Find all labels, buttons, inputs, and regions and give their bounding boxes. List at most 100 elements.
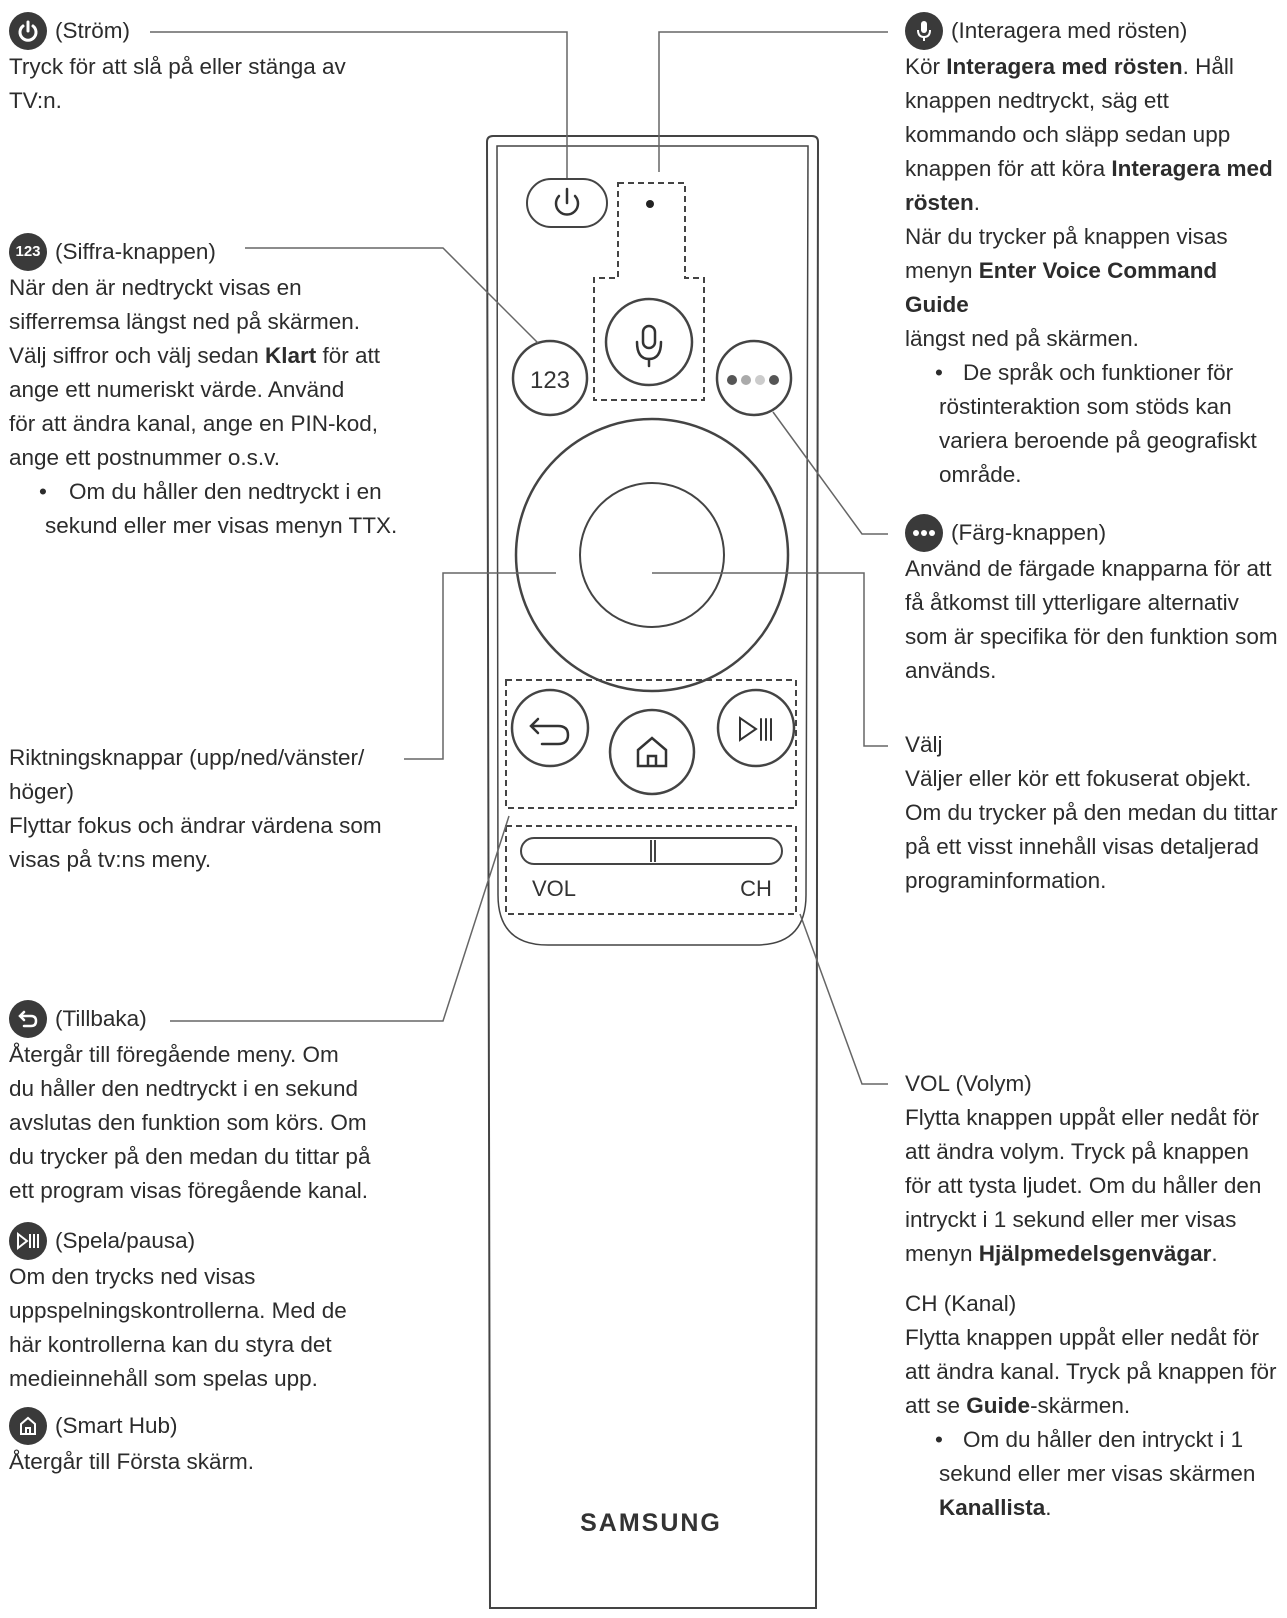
number-text-4: ange ett numeriskt värde. Använd — [9, 377, 345, 402]
back-arrow-icon — [9, 1000, 47, 1038]
voice-text-6: När du trycker på knappen visas — [905, 224, 1228, 249]
remote-color-button — [715, 339, 793, 417]
remote-mic-glyph — [641, 324, 657, 350]
voice-text-2: knappen nedtryckt, säg ett — [905, 88, 1169, 113]
home-icon — [9, 1407, 47, 1445]
playpause-block: (Spela/pausa) Om den trycks ned visas up… — [9, 1222, 347, 1396]
number-icon: 123 — [9, 233, 47, 271]
remote-power-button — [526, 178, 608, 228]
ch-text-2: att ändra kanal. Tryck på knappen för — [905, 1359, 1277, 1384]
number-text-6: ange ett postnummer o.s.v. — [9, 445, 280, 470]
play-pause-icon — [9, 1222, 47, 1260]
number-heading: (Siffra-knappen) — [55, 239, 216, 264]
power-icon — [9, 12, 47, 50]
leader-number — [245, 247, 539, 344]
number-bullet-2: sekund eller mer visas menyn TTX. — [45, 513, 398, 538]
ch-block: CH (Kanal) Flytta knappen uppåt eller ne… — [905, 1287, 1276, 1525]
color-text-4: används. — [905, 658, 997, 683]
select-block: Välj Väljer eller kör ett fokuserat obje… — [905, 728, 1278, 898]
back-text-5: ett program visas föregående kanal. — [9, 1178, 368, 1203]
remote-select-button — [579, 482, 725, 628]
color-block: (Färg-knappen) Använd de färgade knappar… — [905, 514, 1278, 688]
voice-bullet-1: •De språk och funktioner för — [935, 360, 1234, 385]
vol-heading: VOL (Volym) — [905, 1071, 1032, 1096]
playpause-heading: (Spela/pausa) — [55, 1228, 196, 1253]
playpause-text-4: medieinnehåll som spelas upp. — [9, 1366, 318, 1391]
playback-dashed-region — [505, 679, 797, 809]
vol-text-4: intryckt i 1 sekund eller mer visas — [905, 1207, 1237, 1232]
power-heading: (Ström) — [55, 18, 130, 43]
number-text-5: för att ändra kanal, ange en PIN-kod, — [9, 411, 378, 436]
ch-bullet-3: Kanallista. — [939, 1495, 1052, 1520]
vol-block: VOL (Volym) Flytta knappen uppåt eller n… — [905, 1067, 1261, 1271]
playpause-text-2: uppspelningskontrollerna. Med de — [9, 1298, 347, 1323]
back-text-4: du trycker på den medan du tittar på — [9, 1144, 371, 1169]
ch-bullet-1: •Om du håller den intryckt i 1 — [935, 1427, 1244, 1452]
direction-text-2: visas på tv:ns meny. — [9, 847, 212, 872]
remote-color-dots — [727, 375, 779, 385]
smarthub-text: Återgår till Första skärm. — [9, 1449, 255, 1474]
remote-vol-label: VOL — [532, 876, 576, 901]
ch-bullet-2: sekund eller mer visas skärmen — [939, 1461, 1256, 1486]
remote-playpause-glyph — [739, 716, 758, 742]
remote-body — [485, 135, 820, 1609]
remote-ch-label: CH — [740, 876, 772, 901]
remote-playpause-button — [716, 688, 796, 768]
microphone-icon — [905, 12, 943, 50]
color-text-3: som är specifika för den funktion som — [905, 624, 1278, 649]
remote-number-button — [511, 339, 589, 417]
direction-block: Riktningsknappar (upp/ned/vänster/ höger… — [9, 741, 382, 877]
voice-text-7: menyn Enter Voice Command Guide — [905, 258, 1218, 317]
remote-face-panel — [496, 145, 809, 946]
voice-text-3: kommando och släpp sedan upp — [905, 122, 1231, 147]
remote-number-label: 123 — [530, 367, 570, 394]
playpause-text-1: Om den trycks ned visas — [9, 1264, 256, 1289]
remote-home-glyph — [636, 736, 668, 768]
number-block: 123 (Siffra-knappen) När den är nedtryck… — [9, 233, 397, 543]
color-text-2: få åtkomst till ytterligare alternativ — [905, 590, 1239, 615]
remote-back-glyph — [529, 717, 570, 746]
remote-power-glyph — [554, 194, 580, 216]
leader-direction — [404, 572, 556, 760]
color-text-1: Använd de färgade knapparna för att — [905, 556, 1272, 581]
color-dots-icon — [905, 514, 943, 552]
voice-block: (Interagera med rösten) Kör Interagera m… — [905, 12, 1287, 492]
voice-text-4: knappen för att köra Interagera med — [905, 156, 1273, 181]
smarthub-block: (Smart Hub) Återgår till Första skärm. — [9, 1407, 254, 1479]
number-text-1: När den är nedtryckt visas en — [9, 275, 302, 300]
direction-heading-2: höger) — [9, 779, 75, 804]
select-heading: Välj — [905, 732, 943, 757]
direction-text-1: Flyttar fokus och ändrar värdena som — [9, 813, 382, 838]
volch-dashed-region — [505, 825, 797, 915]
remote-back-button — [510, 688, 590, 768]
remote-volch-rocker — [520, 837, 783, 865]
leader-power — [150, 31, 568, 178]
smarthub-heading: (Smart Hub) — [55, 1413, 178, 1438]
select-text-2: Om du trycker på den medan du tittar — [905, 800, 1278, 825]
voice-bullet-2: röstinteraktion som stöds kan — [939, 394, 1232, 419]
back-text-2: du håller den nedtryckt i en sekund — [9, 1076, 358, 1101]
vol-text-2: att ändra volym. Tryck på knappen — [905, 1139, 1249, 1164]
voice-dashed-region — [593, 182, 705, 401]
ch-heading: CH (Kanal) — [905, 1291, 1017, 1316]
vol-text-1: Flytta knappen uppåt eller nedåt för — [905, 1105, 1259, 1130]
voice-text-1: Kör Interagera med rösten. Håll — [905, 54, 1234, 79]
back-text-1: Återgår till föregående meny. Om — [9, 1042, 339, 1067]
voice-text-8: längst ned på skärmen. — [905, 326, 1139, 351]
remote-brand-logo: SAMSUNG — [580, 1509, 722, 1537]
leader-voice — [658, 31, 888, 172]
select-text-4: programinformation. — [905, 868, 1107, 893]
power-block: (Ström) Tryck för att slå på eller stäng… — [9, 12, 346, 118]
back-heading: (Tillbaka) — [55, 1006, 147, 1031]
select-text-1: Väljer eller kör ett fokuserat objekt. — [905, 766, 1252, 791]
remote-home-button — [608, 708, 696, 796]
vol-text-3: för att tysta ljudet. Om du håller den — [905, 1173, 1262, 1198]
vol-text-5: menyn Hjälpmedelsgenvägar. — [905, 1241, 1218, 1266]
number-bullet-1: •Om du håller den nedtryckt i en — [39, 479, 382, 504]
voice-text-5: rösten. — [905, 190, 981, 215]
number-text-2: sifferremsa längst ned på skärmen. — [9, 309, 361, 334]
leader-vol — [799, 913, 888, 1085]
ch-text-1: Flytta knappen uppåt eller nedåt för — [905, 1325, 1259, 1350]
remote-mic-button — [604, 297, 694, 387]
playpause-text-3: här kontrollerna kan du styra det — [9, 1332, 332, 1357]
